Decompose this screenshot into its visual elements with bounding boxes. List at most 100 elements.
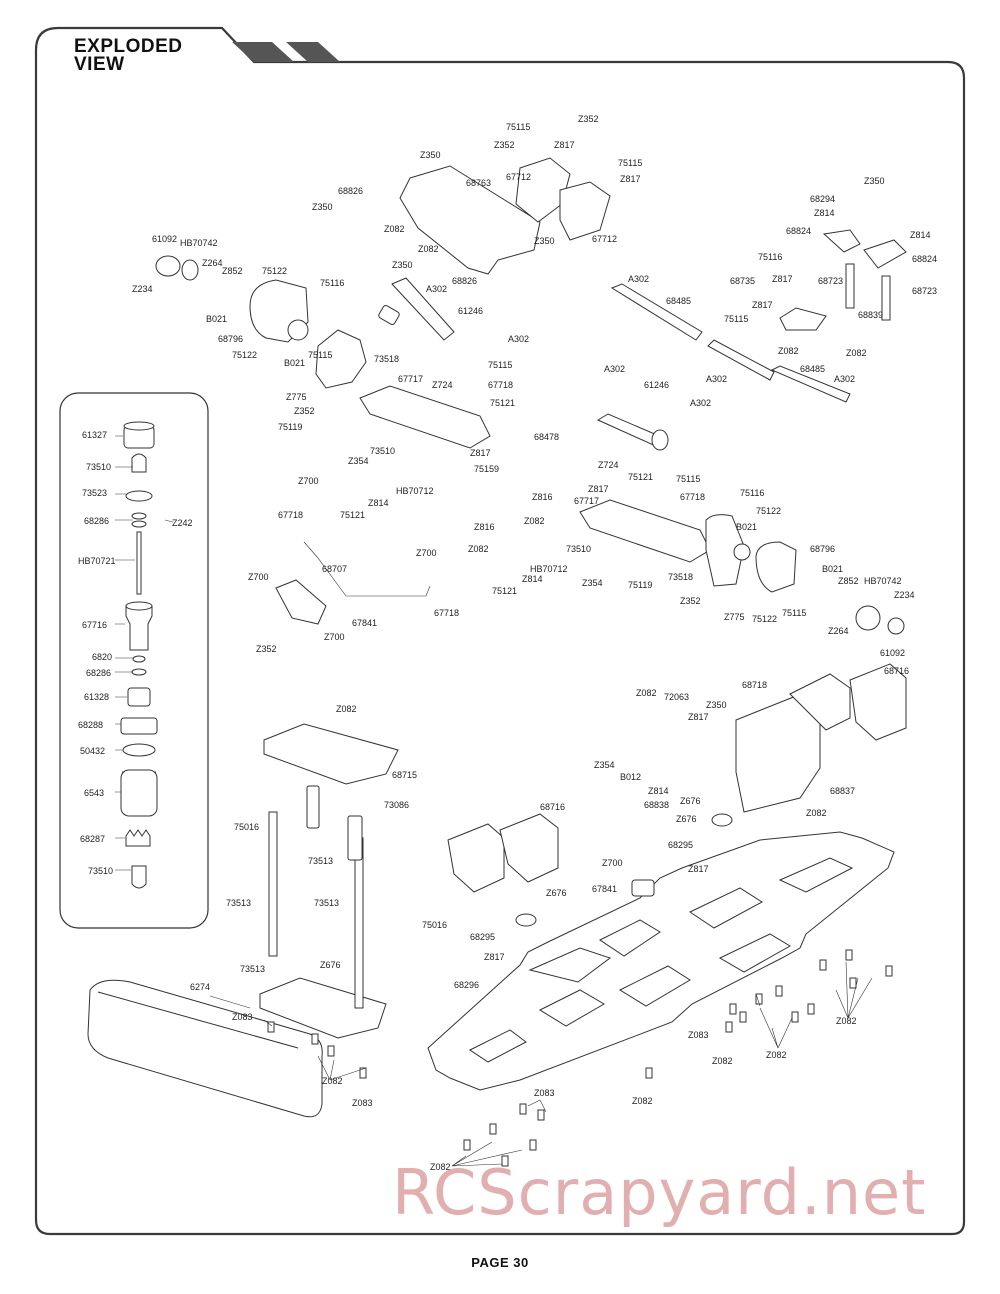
label-z242: Z242 <box>172 518 193 528</box>
label-z082: Z082 <box>806 808 827 818</box>
label-z676: Z676 <box>676 814 697 824</box>
label-75115: 75115 <box>676 474 700 484</box>
label-z264: Z264 <box>202 258 223 268</box>
label-z817: Z817 <box>688 712 709 722</box>
label-68715: 68715 <box>392 770 417 780</box>
label-z352: Z352 <box>578 114 599 124</box>
chassis-screws <box>267 949 893 1167</box>
label-z350: Z350 <box>312 202 333 212</box>
page-number: PAGE 30 <box>471 1255 529 1270</box>
label-z817: Z817 <box>484 952 505 962</box>
label-73513: 73513 <box>308 856 333 866</box>
label-z814: Z814 <box>368 498 389 508</box>
label-68838: 68838 <box>644 800 669 810</box>
label-hb70742: HB70742 <box>180 238 218 248</box>
label-75116: 75116 <box>320 278 344 288</box>
label-z082: Z082 <box>632 1096 653 1106</box>
label-75122: 75122 <box>752 614 777 624</box>
label-61092: 61092 <box>880 648 905 658</box>
label-z082: Z082 <box>524 516 545 526</box>
label-75122: 75122 <box>262 266 287 276</box>
watermark: RCScrapyard.net <box>392 1156 927 1229</box>
label-z083: Z083 <box>352 1098 373 1108</box>
label-z350: Z350 <box>534 236 555 246</box>
label-61328: 61328 <box>84 692 109 702</box>
label-z817: Z817 <box>588 484 609 494</box>
label-z817: Z817 <box>470 448 491 458</box>
label-6820: 6820 <box>92 652 112 662</box>
label-hb70721: HB70721 <box>78 556 116 566</box>
label-z082: Z082 <box>418 244 439 254</box>
label-61327: 61327 <box>82 430 107 440</box>
label-73518: 73518 <box>374 354 399 364</box>
label-68826: 68826 <box>338 186 363 196</box>
label-68294: 68294 <box>810 194 835 204</box>
label-75119: 75119 <box>278 422 302 432</box>
label-73518: 73518 <box>668 572 693 582</box>
label-z350: Z350 <box>392 260 413 270</box>
label-z816: Z816 <box>532 492 553 502</box>
label-75119: 75119 <box>628 580 652 590</box>
label-z775: Z775 <box>286 392 307 402</box>
label-hb70742: HB70742 <box>864 576 902 586</box>
label-68485: 68485 <box>666 296 691 306</box>
label-z352: Z352 <box>680 596 701 606</box>
label-67717: 67717 <box>398 374 423 384</box>
part-labels: 75115 Z352 Z352 Z817 75115 Z817 Z350 687… <box>78 114 937 1172</box>
label-75159: 75159 <box>474 464 499 474</box>
label-68707: 68707 <box>322 564 347 574</box>
label-z352: Z352 <box>256 644 277 654</box>
label-75121: 75121 <box>492 586 517 596</box>
label-68288: 68288 <box>78 720 103 730</box>
label-68723: 68723 <box>912 286 937 296</box>
label-z700: Z700 <box>298 476 319 486</box>
label-67718: 67718 <box>680 492 705 502</box>
label-z082: Z082 <box>468 544 489 554</box>
label-z082: Z082 <box>766 1050 787 1060</box>
label-68296: 68296 <box>454 980 479 990</box>
label-75016: 75016 <box>234 822 259 832</box>
label-68286: 68286 <box>84 516 109 526</box>
label-z724: Z724 <box>598 460 619 470</box>
label-75115: 75115 <box>506 122 530 132</box>
label-z082: Z082 <box>336 704 357 714</box>
label-61092: 61092 <box>152 234 177 244</box>
label-61246: 61246 <box>644 380 669 390</box>
page-title: EXPLODED VIEW <box>74 37 183 74</box>
label-73513: 73513 <box>240 964 265 974</box>
label-z083: Z083 <box>232 1012 253 1022</box>
label-68723: 68723 <box>818 276 843 286</box>
label-z700: Z700 <box>324 632 345 642</box>
label-75115: 75115 <box>308 350 332 360</box>
label-z350: Z350 <box>420 150 441 160</box>
label-75115: 75115 <box>618 158 642 168</box>
label-z082: Z082 <box>384 224 405 234</box>
label-z852: Z852 <box>838 576 859 586</box>
upper-parts <box>155 157 907 1167</box>
label-67841: 67841 <box>592 884 617 894</box>
label-z082: Z082 <box>322 1076 343 1086</box>
label-z817: Z817 <box>688 864 709 874</box>
label-z676: Z676 <box>320 960 341 970</box>
label-68478: 68478 <box>534 432 559 442</box>
label-hb70712: HB70712 <box>396 486 434 496</box>
label-z082: Z082 <box>712 1056 733 1066</box>
label-75016: 75016 <box>422 920 447 930</box>
label-68718: 68718 <box>742 680 767 690</box>
label-67712: 67712 <box>592 234 617 244</box>
label-z082: Z082 <box>636 688 657 698</box>
label-67841: 67841 <box>352 618 377 628</box>
label-61246: 61246 <box>458 306 483 316</box>
label-z350: Z350 <box>706 700 727 710</box>
label-75116: 75116 <box>758 252 782 262</box>
label-z676: Z676 <box>680 796 701 806</box>
label-z817: Z817 <box>752 300 773 310</box>
label-75121: 75121 <box>490 398 515 408</box>
label-z082: Z082 <box>836 1016 857 1026</box>
label-z814: Z814 <box>910 230 931 240</box>
label-z264: Z264 <box>828 626 849 636</box>
label-72063: 72063 <box>664 692 689 702</box>
label-6543: 6543 <box>84 788 104 798</box>
label-73510: 73510 <box>566 544 591 554</box>
